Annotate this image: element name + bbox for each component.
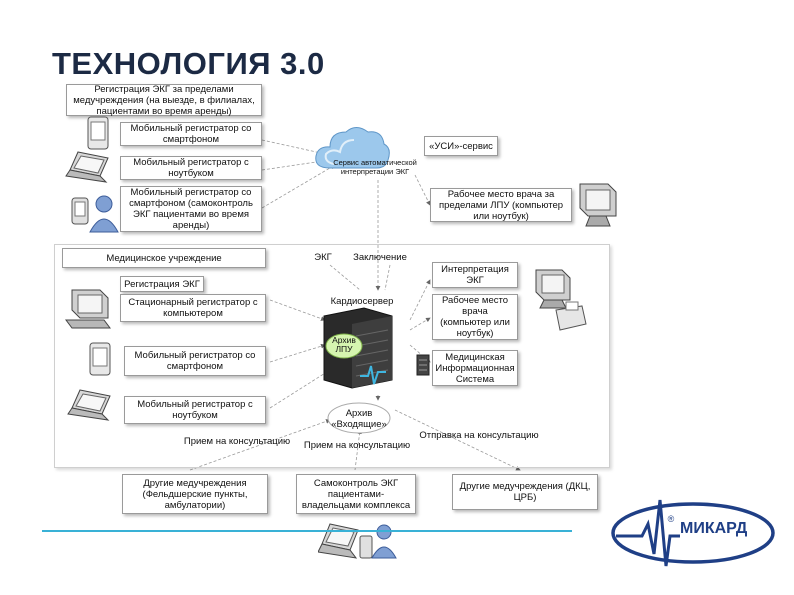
facility-mobile-smartphone: Мобильный регистратор со смартфоном [124,346,266,376]
doctor-workplace-box: Рабочее место врача (компьютер или ноутб… [432,294,518,340]
cloud-service-label: Сервис автоматической интерпретации ЭКГ [333,158,417,176]
page-title: ТЕХНОЛОГИЯ 3.0 [52,46,325,81]
facility-mobile-laptop: Мобильный регистратор с ноутбуком [124,396,266,424]
server-icon [323,307,393,389]
ecg-interpretation-box: Интерпретация ЭКГ [432,262,518,288]
consult-receive-label-1: Прием на консультацию [183,436,291,447]
desktop-computer-icon [65,289,111,329]
laptop-patient-icon [318,523,397,559]
cardioserver-label: Кардиосервер [330,296,394,307]
medical-facility-region [54,244,610,468]
facility-stationary-recorder: Стационарный регистратор с компьютером [120,294,266,322]
bottom-accent-line [42,530,572,532]
computer-monitor-icon [579,183,617,227]
computer-printer-icon [535,269,587,331]
facility-label: Медицинское учреждение [62,248,266,268]
cloud-icon [315,127,390,169]
remote-doctor-workplace: Рабочее место врача за пределами ЛПУ (ко… [430,188,572,222]
other-facilities-dkc: Другие медучреждения (ДКЦ, ЦРБ) [452,474,598,510]
consult-send-label: Отправка на консультацию [419,430,539,441]
mikard-logo [611,499,775,567]
database-icon [416,354,430,376]
logo-registered-mark: ® [667,514,675,524]
mis-box: Медицинская Информационная Система [432,350,518,386]
archive-incoming-label: Архив «Входящие» [331,408,387,430]
outside-registration-header: Регистрация ЭКГ за пределами медучрежден… [66,84,262,117]
outside-mobile-laptop: Мобильный регистратор с ноутбуком [120,156,262,180]
logo-text: МИКАРД [680,520,748,537]
outside-mobile-selfcontrol: Мобильный регистратор со смартфоном (сам… [120,186,262,232]
patient-with-phone-icon [71,195,119,233]
archive-lpu-label: Архив ЛПУ [332,335,356,354]
smartphone-icon [87,116,109,150]
conclusion-flow-label: Заключение [353,252,407,263]
smartphone-icon [89,342,111,376]
usi-service-box: «УСИ»-сервис [424,136,498,156]
ecg-flow-label: ЭКГ [314,252,332,263]
other-facilities-fap: Другие медучреждения (Фельдшерские пункт… [122,474,268,514]
outside-mobile-smartphone: Мобильный регистратор со смартфоном [120,122,262,146]
consult-receive-label-2: Прием на консультацию [303,440,411,451]
laptop-icon [65,151,109,183]
self-control-patients: Самоконтроль ЭКГ пациентами-владельцами … [296,474,416,514]
laptop-icon [67,389,111,421]
archive-incoming-ellipse [327,402,391,434]
facility-registration-label: Регистрация ЭКГ [120,276,204,292]
